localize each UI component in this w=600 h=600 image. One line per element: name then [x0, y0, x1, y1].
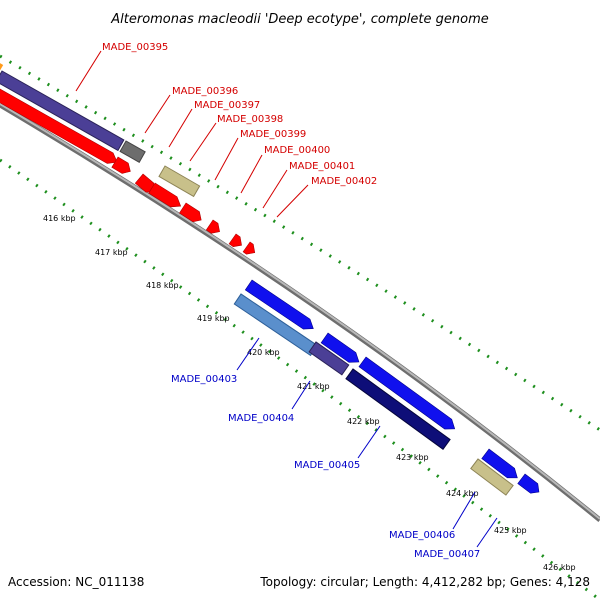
label-made-00396[interactable]: MADE_00396 [172, 86, 238, 97]
label-made-00404[interactable]: MADE_00404 [228, 413, 294, 424]
gene-arrow-1 [0, 88, 118, 164]
forward-strand-arrows [0, 88, 256, 255]
label-made-00403[interactable]: MADE_00403 [171, 374, 237, 385]
gene-arrow-2 [111, 156, 131, 174]
tick-419: 419 kbp [197, 314, 230, 323]
label-made-00398[interactable]: MADE_00398 [217, 114, 283, 125]
tick-424: 424 kbp [446, 489, 479, 498]
gene-made-00405[interactable] [345, 368, 451, 450]
accession-text: Accession: NC_011138 [8, 575, 144, 589]
label-made-00405[interactable]: MADE_00405 [294, 460, 360, 471]
label-made-00407[interactable]: MADE_00407 [414, 549, 480, 560]
gene-blue-c [358, 356, 456, 430]
tick-417: 417 kbp [95, 248, 128, 257]
gene-orange-edge [0, 62, 4, 74]
gene-made-00404[interactable] [308, 341, 350, 376]
forward-labels: MADE_00395 MADE_00396 MADE_00397 MADE_00… [75, 42, 377, 218]
gene-arrow-6 [228, 233, 242, 248]
tick-422: 422 kbp [347, 417, 380, 426]
label-made-00397[interactable]: MADE_00397 [194, 100, 260, 111]
gene-made-00395[interactable] [0, 70, 125, 152]
label-made-00399[interactable]: MADE_00399 [240, 129, 306, 140]
gene-blue-e [517, 473, 540, 494]
label-made-00395[interactable]: MADE_00395 [102, 42, 168, 53]
label-made-00401[interactable]: MADE_00401 [289, 161, 355, 172]
gene-made-00406[interactable] [470, 458, 514, 496]
gene-blue-d [481, 448, 518, 479]
gene-arrow-4 [179, 202, 202, 223]
gene-arrow-7 [242, 241, 256, 255]
gene-made-00398[interactable] [158, 165, 201, 198]
tick-425: 425 kbp [494, 526, 527, 535]
tick-426: 426 kbp [543, 563, 576, 572]
tick-labels: 416 kbp 417 kbp 418 kbp 419 kbp 420 kbp … [43, 214, 576, 572]
gene-made-00396[interactable] [119, 140, 146, 163]
genome-backbone [0, 102, 600, 522]
gc-outer-dots [0, 54, 600, 432]
tick-416: 416 kbp [43, 214, 76, 223]
gene-arrow-5 [205, 219, 220, 234]
gene-blue-a [244, 279, 314, 330]
label-made-00406[interactable]: MADE_00406 [389, 530, 455, 541]
forward-strand-genes [0, 62, 201, 198]
reverse-strand-genes [233, 279, 540, 496]
reverse-labels: MADE_00403 MADE_00404 MADE_00405 MADE_00… [171, 337, 498, 560]
tick-421: 421 kbp [297, 382, 330, 391]
map-title: Alteromonas macleodii 'Deep ecotype', co… [110, 12, 488, 27]
label-made-00400[interactable]: MADE_00400 [264, 145, 330, 156]
tick-423: 423 kbp [396, 453, 429, 462]
tick-418: 418 kbp [146, 281, 179, 290]
gene-blue-b [320, 332, 360, 363]
label-made-00402[interactable]: MADE_00402 [311, 176, 377, 187]
genome-summary-text: Topology: circular; Length: 4,412,282 bp… [259, 575, 590, 589]
gene-arrow-3 [148, 182, 182, 208]
tick-420: 420 kbp [247, 348, 280, 357]
